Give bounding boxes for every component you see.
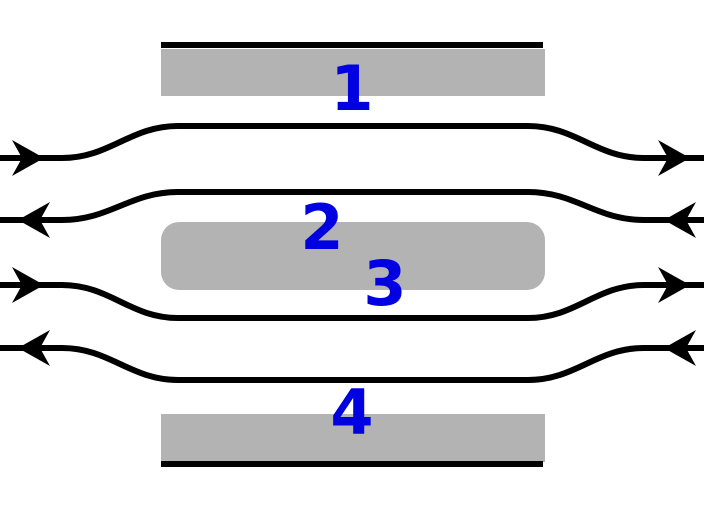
arrow-left-2-icon	[18, 202, 50, 238]
channel-label-4: 4	[330, 376, 373, 449]
channel-label-1: 1	[330, 52, 373, 125]
top-plate	[161, 49, 545, 96]
streamline-4	[0, 345, 704, 383]
channel-label-3: 3	[363, 247, 406, 320]
arrow-right-3-icon	[658, 267, 690, 303]
arrow-left-4-icon	[18, 330, 50, 366]
arrow-left-3-icon	[12, 267, 44, 303]
channel-label-2: 2	[300, 191, 343, 264]
streamline-1	[0, 123, 704, 161]
streamline-2	[0, 189, 704, 223]
streamline-3	[0, 282, 704, 321]
bottom-plate	[161, 414, 545, 462]
arrow-right-4-icon	[664, 330, 696, 366]
arrow-right-1-icon	[658, 140, 690, 176]
arrow-right-2-icon	[664, 202, 696, 238]
middle-plate	[161, 222, 545, 290]
arrow-left-1-icon	[12, 140, 44, 176]
